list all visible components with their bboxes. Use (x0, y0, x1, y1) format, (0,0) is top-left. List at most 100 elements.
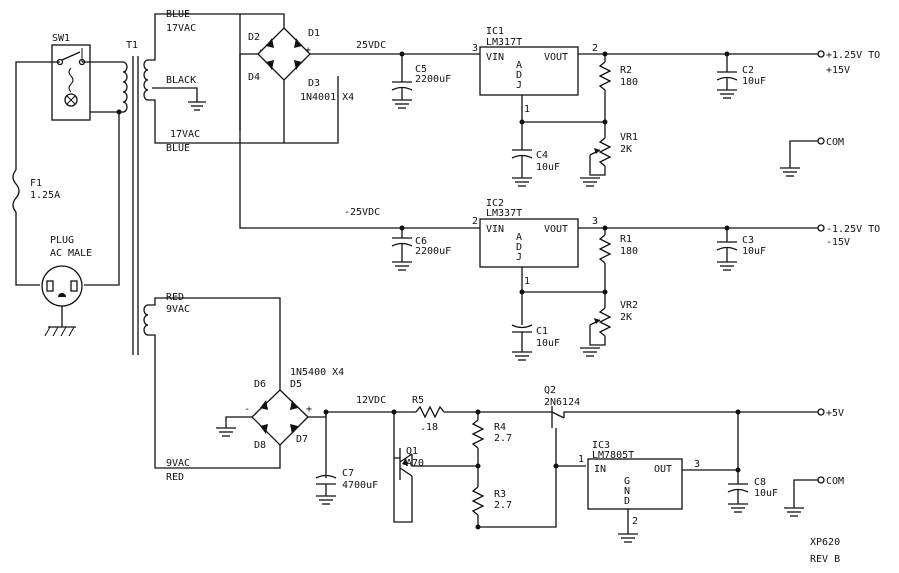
positive-regulator: 25VDC C5 2200uF 3 IC1 LM317T VIN VOUT A … (356, 26, 880, 187)
d2-label: D2 (248, 32, 260, 43)
ic1-pin-adj: 1 (524, 104, 530, 115)
ic2-adj-j: J (516, 252, 522, 263)
d4-label: D4 (248, 72, 260, 83)
ic1-adj-d: D (516, 70, 522, 81)
q1-ref: Q1 (406, 446, 418, 457)
ic3-pin-gnd: 2 (632, 516, 638, 527)
r1-value: 180 (620, 246, 638, 257)
ic2-adj-d: D (516, 242, 522, 253)
c5-value: 2200uF (415, 74, 451, 85)
plug-desc: AC MALE (50, 248, 92, 259)
five-volt-regulator: 12VDC C7 4700uF R5 .18 Q1 A70 R4 2.7 (308, 385, 844, 543)
out-pos-label-b: +15V (826, 65, 850, 76)
ic2-vout: VOUT (544, 224, 568, 235)
ic3-gnd-d: D (624, 496, 630, 507)
ic1-pin-in: 3 (472, 43, 478, 54)
d3-diode-icon (294, 60, 302, 70)
ic3-ref: IC3 (592, 440, 610, 451)
ic2-box (479, 218, 579, 268)
ic1-adj-a: A (516, 60, 522, 71)
r1-ref: R1 (620, 234, 632, 245)
r4-ref: R4 (494, 422, 506, 433)
ic3-pin-out: 3 (694, 459, 700, 470)
r1-resistor-icon (598, 234, 612, 264)
vr2-potentiometer-icon (598, 307, 612, 337)
r2-resistor-icon (598, 61, 612, 91)
bridge2-plus: + (306, 404, 312, 415)
ic3-part: LM7805T (592, 450, 634, 461)
sw1-lamp-icon (64, 93, 78, 107)
out-pos-label-a: +1.25V TO (826, 50, 880, 61)
f1-fuse-icon (12, 169, 20, 213)
c5-ref: C5 (415, 64, 427, 75)
r5-resistor-icon (415, 405, 445, 419)
vr1-potentiometer-icon (598, 137, 612, 167)
bridge2-minus: - (244, 404, 250, 415)
out-5v-label: +5V (826, 408, 844, 419)
c1-ref: C1 (536, 326, 548, 337)
bridge-rectifier-1: D2 D1 D4 D3 1N4001 X4 - + (239, 13, 480, 229)
q2-ref: Q2 (544, 385, 556, 396)
negative-regulator: -25VDC C6 2200uF 2 IC2 LM337T VIN VOUT A… (344, 198, 880, 361)
bridge1-minus: - (258, 45, 264, 56)
ic1-vout: VOUT (544, 52, 568, 63)
ic3-gnd-n: N (624, 486, 630, 497)
plug-label: PLUG (50, 235, 74, 246)
out-neg-label-b: -15V (826, 237, 850, 248)
vr1-value: 2K (620, 144, 632, 155)
out-neg-label-a: -1.25V TO (826, 224, 880, 235)
c4-value: 10uF (536, 162, 560, 173)
sec-top-voltage: 17VAC (166, 23, 196, 34)
d5-diode-icon (290, 400, 298, 410)
t1-label: T1 (126, 40, 138, 51)
d3-label: D3 (308, 78, 320, 89)
transformer-t1: T1 BLUE 17VAC BLACK 17VAC BLUE RED 9VAC … (119, 9, 339, 483)
vr2-value: 2K (620, 312, 632, 323)
d6-diode-icon (260, 400, 268, 410)
aux-top-voltage: 9VAC (166, 304, 190, 315)
f1-value: 1.25A (30, 190, 60, 201)
ic2-ref: IC2 (486, 198, 504, 209)
aux-bot-color: RED (166, 472, 184, 483)
ic1-pin-out: 2 (592, 43, 598, 54)
out-pos-terminal-icon (817, 50, 825, 58)
ic2-vin: VIN (486, 224, 504, 235)
c7-value: 4700uF (342, 480, 378, 491)
r5-ref: R5 (412, 395, 424, 406)
ac-plug-icon (41, 265, 83, 307)
c2-ref: C2 (742, 65, 754, 76)
ic1-adj-j: J (516, 80, 522, 91)
c3-value: 10uF (742, 246, 766, 257)
sw1-label: SW1 (52, 33, 70, 44)
d7-label: D7 (296, 434, 308, 445)
ic3-box (587, 458, 683, 510)
r3-ref: R3 (494, 489, 506, 500)
ic2-adj-a: A (516, 232, 522, 243)
bridge1-plus: + (305, 45, 311, 56)
f1-ref: F1 (30, 178, 42, 189)
ic2-pin-in: 2 (472, 216, 478, 227)
c3-ref: C3 (742, 235, 754, 246)
ic3-gnd-g: G (624, 476, 630, 487)
c1-value: 10uF (536, 338, 560, 349)
ic1-ref: IC1 (486, 26, 504, 37)
vr2-ref: VR2 (620, 300, 638, 311)
d1-diode-icon (294, 38, 302, 48)
d1-label: D1 (308, 28, 320, 39)
r5-value: .18 (420, 422, 438, 433)
bridge1-part: 1N4001 X4 (300, 92, 354, 103)
sw1-switch (51, 44, 91, 121)
d7-diode-icon (290, 424, 298, 434)
com2-terminal-icon (817, 476, 825, 484)
out-neg-terminal-icon (817, 224, 825, 232)
q2-part: 2N6124 (544, 397, 580, 408)
ic3-pin-in: 1 (578, 454, 584, 465)
ic3-out: OUT (654, 464, 672, 475)
c2-value: 10uF (742, 76, 766, 87)
rail-low-label: 12VDC (356, 395, 386, 406)
sec-bot-color: BLUE (166, 143, 190, 154)
c6-value: 2200uF (415, 246, 451, 257)
r4-resistor-icon (471, 419, 485, 449)
mains-section: SW1 F1 1.25A PLUG AC MALE (12, 33, 123, 337)
center-tap-label: BLACK (166, 75, 196, 86)
